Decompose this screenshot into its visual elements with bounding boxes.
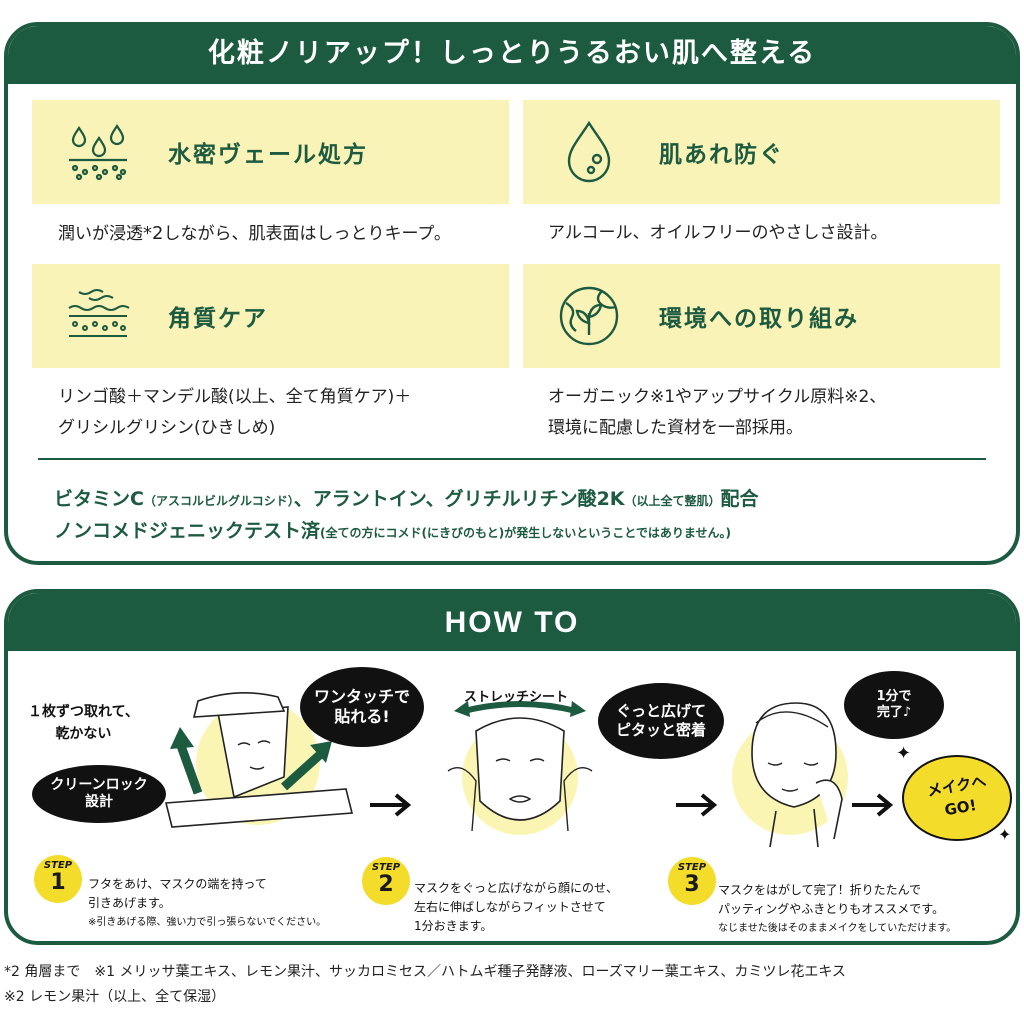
callout-one-sheet: １枚ずつ取れて、 乾かない [28,704,139,742]
callout-one-touch: ワンタッチで貼れる! [300,667,424,747]
footnotes: *2 角層まで ※1 メリッサ葉エキス、レモン果汁、サッカロミセス／ハトムギ種子… [4,960,846,1010]
woman-patting-illustration [732,702,848,848]
step-1-text: フタをあけ、マスクの端を持って 引きあげます。 ※引きあげる際、強い力で引っ張ら… [88,877,327,928]
noncomedogenic-line: ノンコメドジェニックテスト済(全ての方にコメド(にきびのもと)が発生しないという… [54,520,731,542]
arrow-right-icon [370,793,412,817]
feature-desc-water-veil: 潤いが浸透*2しながら、肌表面はしっとりキープ。 [58,223,451,244]
feature-title: 肌あれ防ぐ [659,142,784,168]
sparkle-icon: ✦ [896,743,912,764]
step-2-text: マスクをぐっと広げながら顔にのせ、 左右に伸ばしながらフィットさせて 1分おきま… [414,881,619,933]
feature-desc-exfoliation: リンゴ酸＋マンデル酸(以上、全て角質ケア)＋ グリシルグリシン(ひきしめ) [58,387,412,438]
feature-title: 角質ケア [168,306,268,332]
feature-card-water-veil: 水密ヴェール処方 [32,100,509,204]
section-divider [38,458,986,460]
feature-card-environment: 環境への取り組み [523,264,1000,368]
water-drops-skin-icon [58,117,138,187]
skin-layer-care-icon [58,281,138,351]
howto-panel: HOW TO １枚ずつ取れて、 乾かない クリーンロック設計 ワンタッチで貼れる… [4,589,1020,945]
callout-stretch-sheet: ストレッチシート [464,690,569,705]
go-makeup-badge: メイクへ GO! [902,755,1012,841]
footnote-1: *2 角層まで ※1 メリッサ葉エキス、レモン果汁、サッカロミセス／ハトムギ種子… [4,964,846,980]
step-3-text: マスクをはがして完了！折りたたんで パッティングやふきとりもオススメです。 なじ… [718,883,957,934]
howto-title: HOW TO [8,593,1016,651]
sparkle-icon: ✦ [998,825,1012,844]
arrow-right-icon [852,793,894,817]
features-title: 化粧ノリアップ！しっとりうるおい肌へ整える [8,26,1016,84]
feature-desc-skin-protect: アルコール、オイルフリーのやさしさ設計。 [548,223,888,243]
mask-package-illustration [164,692,354,828]
feature-title: 水密ヴェール処方 [168,142,368,168]
feature-title: 環境への取り組み [659,306,859,332]
feature-card-skin-protect: 肌あれ防ぐ [523,100,1000,204]
ingredients-line: ビタミンC（アスコルビルグルコシド）、アラントイン、グリチルリチン酸2K（以上全… [54,488,759,510]
callout-spread: ぐっと広げてピタッと密着 [598,683,724,759]
features-panel: 化粧ノリアップ！しっとりうるおい肌へ整える 水密ヴェール処方 潤いが浸透*2しな… [4,22,1020,565]
callout-one-minute: 1分で完了♪ [844,671,944,739]
footnote-2: ※2 レモン果汁（以上、全て保湿） [4,989,226,1005]
feature-desc-environment: オーガニック※1やアップサイクル原料※2、 環境に配慮した資材を一部採用。 [548,387,887,438]
single-drop-icon [549,117,629,187]
globe-leaf-icon [549,281,629,351]
feature-card-exfoliation: 角質ケア [32,264,509,368]
callout-clean-lock: クリーンロック設計 [32,765,166,823]
stretch-arrow-icon [454,701,586,717]
arrow-right-icon [676,793,718,817]
face-mask-illustration [447,717,593,835]
